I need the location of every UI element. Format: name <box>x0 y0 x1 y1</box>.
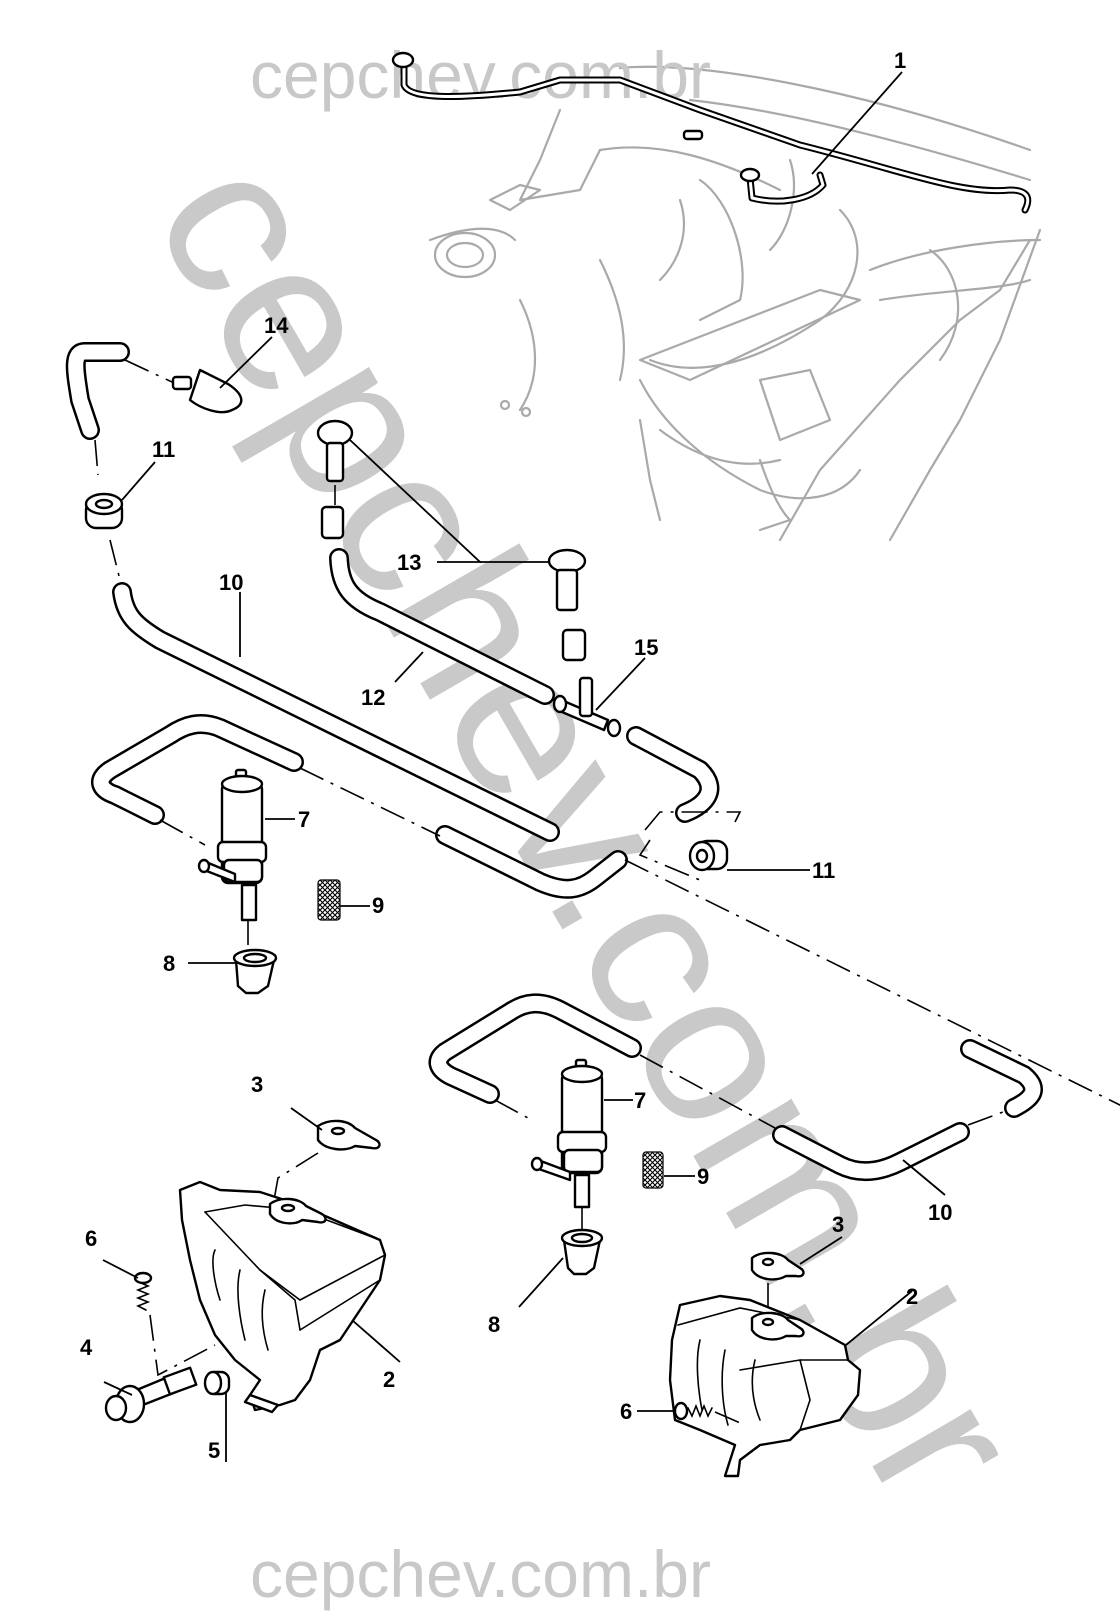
part-6-screw-left <box>133 1271 216 1377</box>
part-13-nozzle-upper <box>316 419 354 540</box>
callout-leaders <box>102 71 946 1462</box>
part-7-pump-left <box>197 768 268 945</box>
callout-14: 14 <box>264 313 289 338</box>
part-9-filter-right <box>642 1151 664 1189</box>
callout-13: 13 <box>397 550 421 575</box>
part-1-hose-harness <box>391 51 1032 214</box>
part-10-hose-upper <box>112 582 560 842</box>
pump-hose-loop-left <box>91 714 1120 1106</box>
callout-2-left: 2 <box>383 1367 395 1392</box>
part-3-cap-left <box>273 1119 381 1201</box>
callout-6-left: 6 <box>85 1226 97 1251</box>
part-15-t-connector <box>552 676 622 738</box>
callout-10-upper: 10 <box>219 570 243 595</box>
part-14-jet-nozzle <box>65 342 243 476</box>
callout-8-left: 8 <box>163 951 175 976</box>
part-2-reservoir-right <box>668 1294 862 1478</box>
callout-labels: 1 14 11 13 10 12 15 7 11 9 8 7 9 10 3 3 … <box>80 48 952 1463</box>
part-11-grommet-left <box>84 492 124 581</box>
callout-9-right: 9 <box>697 1164 709 1189</box>
callout-11-right: 11 <box>812 858 835 883</box>
callout-5: 5 <box>208 1438 220 1463</box>
part-12-hose <box>329 548 555 705</box>
part-8-grommet-right <box>560 1228 604 1276</box>
callout-7-left: 7 <box>298 807 310 832</box>
part-2-reservoir-left <box>178 1180 387 1414</box>
part-7-pump-right <box>530 1058 608 1230</box>
watermark-bottom: cepchev.com.br <box>250 1537 711 1611</box>
part-5-sensor-grommet <box>203 1370 231 1396</box>
part-3-cap-right <box>750 1251 805 1315</box>
pump-hose-loop-right <box>428 993 1043 1182</box>
part-13-nozzle-lower <box>547 548 587 662</box>
part-8-grommet-left <box>232 948 278 995</box>
callout-8-right: 8 <box>488 1312 500 1337</box>
callout-12: 12 <box>361 685 385 710</box>
callout-3-left: 3 <box>251 1072 263 1097</box>
callout-2-right: 2 <box>906 1284 918 1309</box>
callout-3-right: 3 <box>832 1212 844 1237</box>
callout-9-left: 9 <box>372 893 384 918</box>
callout-10-lower: 10 <box>928 1200 952 1225</box>
hose-right-of-t <box>626 726 720 823</box>
callout-15: 15 <box>634 635 658 660</box>
callout-4: 4 <box>80 1335 93 1360</box>
callout-11-left: 11 <box>152 437 175 462</box>
part-11-grommet-right <box>688 839 729 872</box>
callout-1: 1 <box>894 48 906 73</box>
engine-bay-background <box>428 65 1042 542</box>
part-9-filter-left <box>317 879 341 921</box>
callout-7-right: 7 <box>634 1088 646 1113</box>
part-4-level-sensor <box>104 1366 198 1424</box>
callout-6-right: 6 <box>620 1399 632 1424</box>
watermark-top: cepchev.com.br <box>250 38 711 112</box>
